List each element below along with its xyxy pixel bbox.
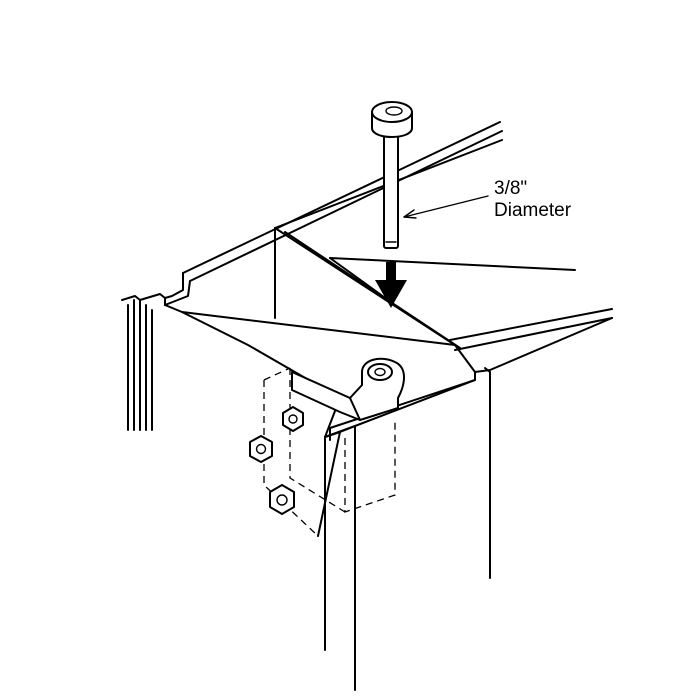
callout-label: Diameter [494, 200, 572, 221]
hinge-knuckle [291, 357, 405, 421]
hex-nut-icon [269, 484, 295, 515]
left-jamb [121, 272, 184, 431]
hex-nut-icon [282, 406, 304, 432]
diameter-callout: 3/8" Diameter [494, 178, 571, 222]
diameter-leader [403, 195, 489, 219]
hinge-pin-icon [371, 101, 413, 249]
down-arrow-icon [375, 262, 407, 308]
hex-nut-icon [249, 435, 273, 463]
hidden-hinge-bracket [263, 367, 396, 537]
door-face [317, 425, 356, 691]
callout-size: 3/8" [494, 178, 528, 199]
